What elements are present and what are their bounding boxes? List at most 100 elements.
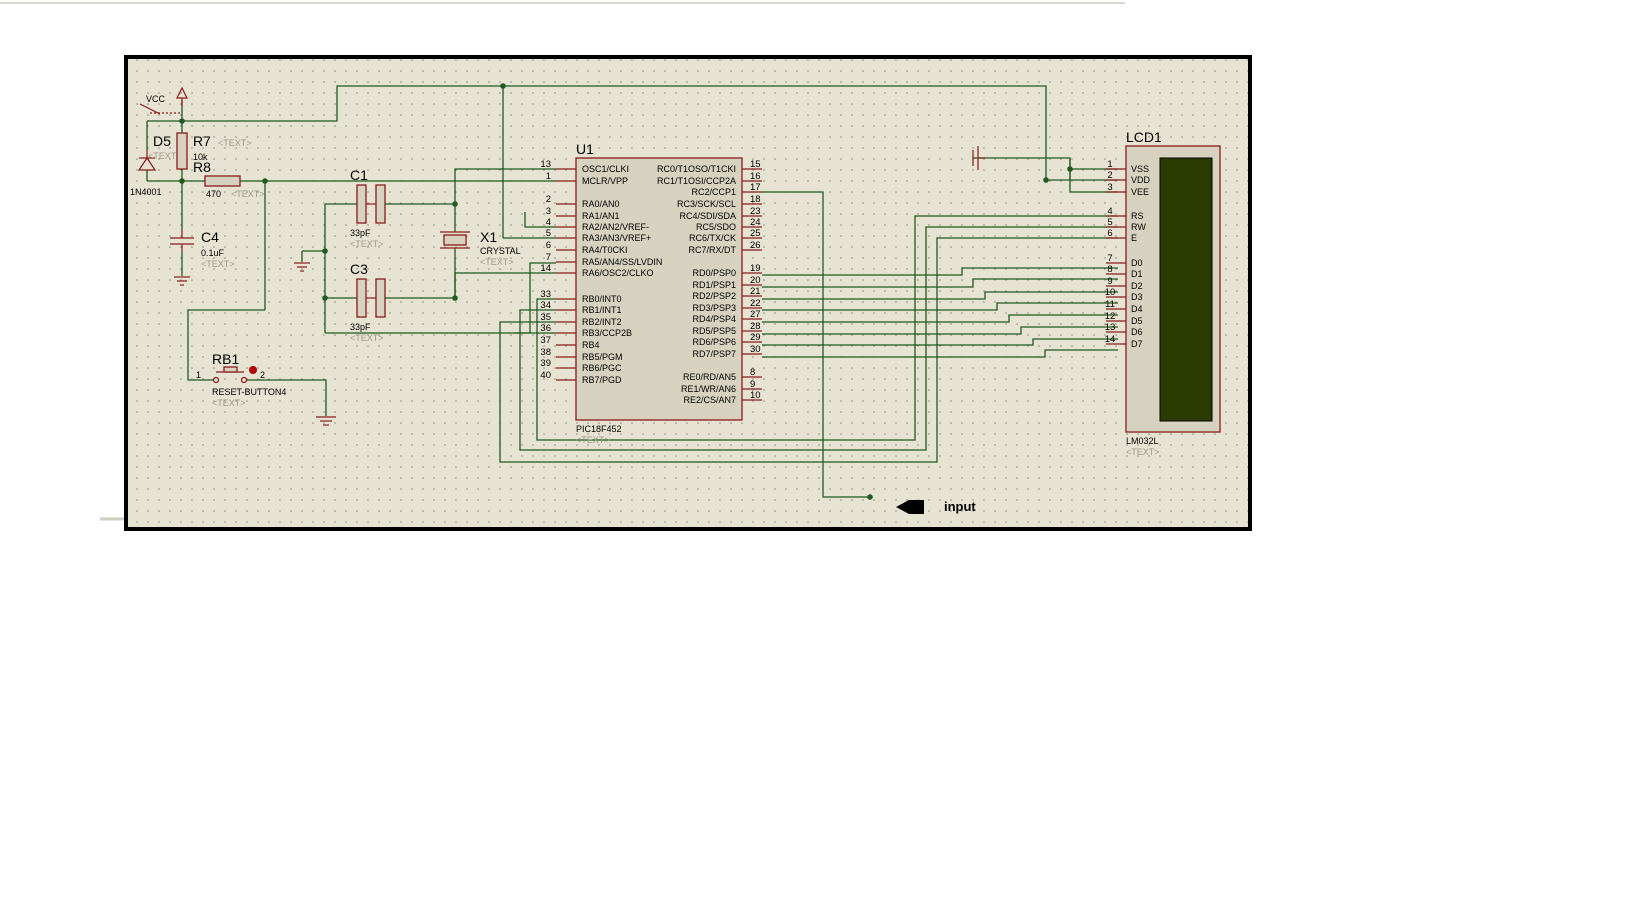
u1-pin-name: RA2/AN2/VREF- [582,222,649,232]
r8-val: 470 [206,189,221,199]
wires [146,85,1118,498]
lcd-pin-name: D7 [1131,339,1143,349]
lcd-pin-number: 5 [1107,217,1112,228]
u1-pin-number: 24 [750,217,761,228]
u1-pin-name: RB1/INT1 [582,305,622,315]
u1-pin-name: MCLR/VPP [582,176,628,186]
lcd-pin-name: D1 [1131,269,1143,279]
u1-pin-number: 30 [750,344,761,355]
u1-pin-name: RC2/CCP1 [691,187,736,197]
u1-pin-number: 22 [750,298,761,309]
u1-pin-name: RD4/PSP4 [692,314,736,324]
lcd-pin-name: D2 [1131,281,1143,291]
u1-pin-number: 37 [540,335,551,346]
lcd-pin-number: 1 [1107,159,1112,170]
c1-val: 33pF [350,228,371,238]
u1-part: PIC18F452 [576,424,622,434]
ground-symbol [174,276,190,286]
lcd-screen [1159,157,1213,422]
u1-pin-number: 18 [750,194,761,205]
lcd-pin-name: D5 [1131,316,1143,326]
u1-pin-name: RB5/PGM [582,352,623,362]
ground-symbol [972,146,985,170]
lcd-pin-number: 2 [1107,170,1112,181]
lcd-pin-name: RW [1131,222,1146,232]
u1-pin-number: 19 [750,263,761,274]
r7-ref: R7 [193,133,211,149]
lcd-pin-number: 13 [1105,322,1116,333]
input-arrow-icon [896,500,924,514]
u1-pin-name: RA5/AN4/SS/LVDIN [582,257,662,267]
ground-symbol [294,262,310,272]
u1-pin-name: RD5/PSP5 [692,326,736,336]
rb1-ref: RB1 [212,351,239,367]
lcd-pin-name: E [1131,233,1137,243]
u1-pin-number: 27 [750,309,761,320]
lcd-pin-number: 7 [1107,253,1112,264]
crystal-x1: X1 CRYSTAL <TEXT> [440,229,521,267]
u1-pin-name: RA0/AN0 [582,199,620,209]
u1-pin-name: RA6/OSC2/CLKO [582,268,654,278]
u1-pin-number: 28 [750,321,761,332]
u1-pin-name: RD2/PSP2 [692,291,736,301]
capacitor-c1: C1 33pF <TEXT> [350,167,386,249]
u1-pin-name: RD7/PSP7 [692,349,736,359]
d5-ref: D5 [153,133,171,149]
c1-text: <TEXT> [350,239,384,249]
rb1-text: <TEXT> [212,398,246,408]
u1-pin-name: RC5/SDO [696,222,736,232]
u1-pin-name: RD6/PSP6 [692,337,736,347]
u1-pin-name: RB4 [582,340,600,350]
lcd-pin-number: 10 [1105,287,1116,298]
u1-ref: U1 [576,141,594,157]
u1-pin-number: 1 [546,171,551,182]
vcc-terminal: VCC [139,86,188,115]
lcd-pin-number: 4 [1107,206,1112,217]
lcd-pin-name: VDD [1131,175,1151,185]
lcd-text: <TEXT> [1126,447,1160,457]
u1-pin-number: 35 [540,312,551,323]
c4-val: 0.1uF [201,248,225,258]
r7-text: <TEXT> [218,138,252,148]
u1-pin-name: RD3/PSP3 [692,303,736,313]
lcd-ref: LCD1 [1126,129,1162,145]
u1-pin-number: 40 [540,370,551,381]
lcd-pin-number: 8 [1107,264,1112,275]
u1-pin-number: 3 [546,206,551,217]
u1-right-pins: 15RC0/T1OSO/T1CKI16RC1/T1OSI/CCP2A17RC2/… [657,159,762,405]
lcd-pin-number: 6 [1107,228,1112,239]
lcd-pin-number: 9 [1107,276,1112,287]
u1-pin-number: 9 [750,379,755,390]
diode-d5: D5 1N4001 <TEXT> [130,133,182,197]
c3-val: 33pF [350,322,371,332]
u1-pin-number: 14 [540,263,551,274]
u1-pin-name: RD1/PSP1 [692,280,736,290]
u1-pin-number: 36 [540,323,551,334]
c1-ref: C1 [350,167,368,183]
u1-pin-name: RC0/T1OSO/T1CKI [657,164,736,174]
u1-pin-name: RD0/PSP0 [692,268,736,278]
u1-pin-number: 2 [546,194,551,205]
u1-pin-number: 20 [750,275,761,286]
capacitor-c4: C4 0.1uF <TEXT> [170,229,235,269]
u1-text: <TEXT> [576,435,610,445]
r8-text: <TEXT> [231,189,265,199]
d5-part: 1N4001 [130,187,162,197]
rb1-pin1: 1 [196,370,201,380]
lcd-pin-name: D3 [1131,292,1143,302]
lcd-pin-number: 3 [1107,182,1112,193]
r8-ref: R8 [193,159,211,175]
r7-val: 10k [193,152,208,162]
input-terminal: input [896,499,976,514]
lcd-pin-name: VEE [1131,187,1149,197]
u1-pin-name: RA1/AN1 [582,211,620,221]
rb1-pin2: 2 [260,370,265,380]
d5-text: <TEXT> [148,151,182,161]
reset-button-rb1: RB1 1 2 RESET-BUTTON4 <TEXT> [196,351,286,408]
u1-pin-number: 16 [750,171,761,182]
u1-pin-name: RE0/RD/AN5 [683,372,736,382]
u1-pin-name: RE1/WR/AN6 [681,384,736,394]
u1-pin-name: RE2/CS/AN7 [683,395,736,405]
u1-pin-name: RC6/TX/CK [689,233,736,243]
